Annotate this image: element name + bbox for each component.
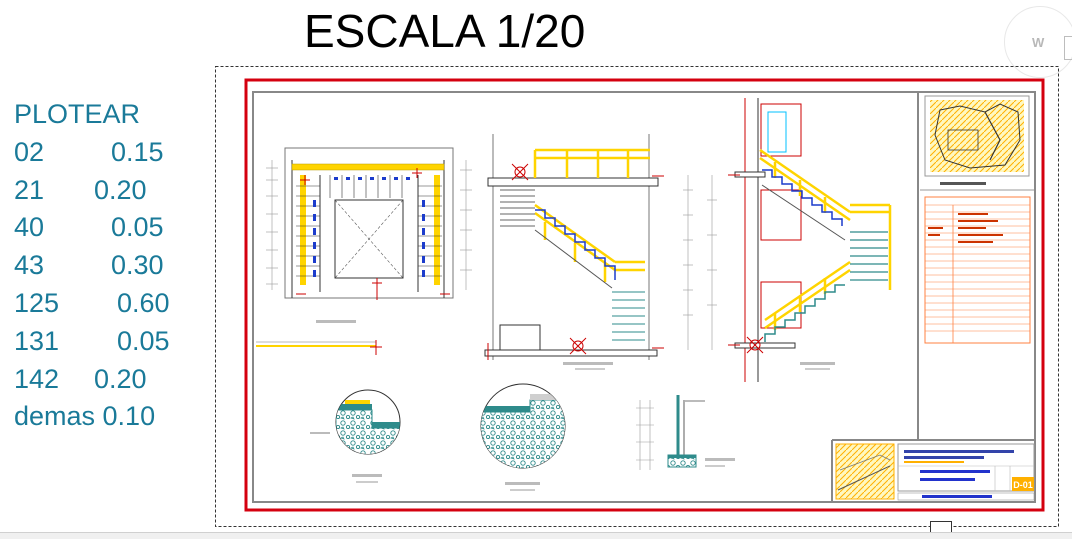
plot-legend-row: 142 0.20 [14, 361, 155, 399]
dimension-column [683, 175, 717, 350]
pen-width: 0.20 [94, 363, 147, 394]
color-index: 02 [14, 136, 45, 167]
pen-width: 0.15 [111, 136, 164, 167]
plot-legend-row: 131 0.05 [14, 323, 170, 361]
plot-legend-row: 125 0.60 [14, 285, 170, 323]
key-plan-thumbnail [924, 95, 1030, 185]
status-strip [0, 532, 1072, 539]
stair-plan-view[interactable] [256, 147, 472, 355]
color-index: 142 [14, 363, 60, 394]
viewcube-icon[interactable] [1064, 36, 1072, 60]
tread-detail-2[interactable] [480, 383, 570, 491]
title-block: D-01 [835, 443, 1035, 501]
color-index: 131 [14, 325, 60, 356]
viewport-frame[interactable] [215, 66, 1059, 527]
plot-border-red [244, 78, 1045, 512]
plot-legend-default: demas 0.10 [14, 401, 156, 432]
general-notes-table [920, 189, 1034, 344]
plot-legend-heading: PLOTEAR [14, 99, 141, 129]
sheet-number: D-01 [1013, 480, 1033, 490]
pen-width: 0.05 [117, 325, 170, 356]
pen-width: 0.60 [117, 287, 170, 318]
pen-width: 0.05 [111, 212, 164, 243]
stair-section-a[interactable] [484, 134, 664, 370]
color-index: 21 [14, 174, 45, 205]
color-index: 125 [14, 287, 60, 318]
scale-title: ESCALA 1/20 [304, 5, 586, 57]
tread-detail-1[interactable] [310, 389, 402, 483]
pen-width: 0.30 [111, 250, 164, 281]
color-index: 40 [14, 212, 45, 243]
stair-section-b[interactable] [728, 98, 892, 382]
pen-width: 0.20 [94, 174, 147, 205]
viewcube-west-label[interactable]: W [1032, 35, 1045, 50]
color-index: 43 [14, 250, 45, 281]
viewcube-compass[interactable] [1004, 6, 1072, 78]
railing-anchor-detail[interactable] [636, 395, 735, 470]
sheet-border [252, 91, 1036, 503]
